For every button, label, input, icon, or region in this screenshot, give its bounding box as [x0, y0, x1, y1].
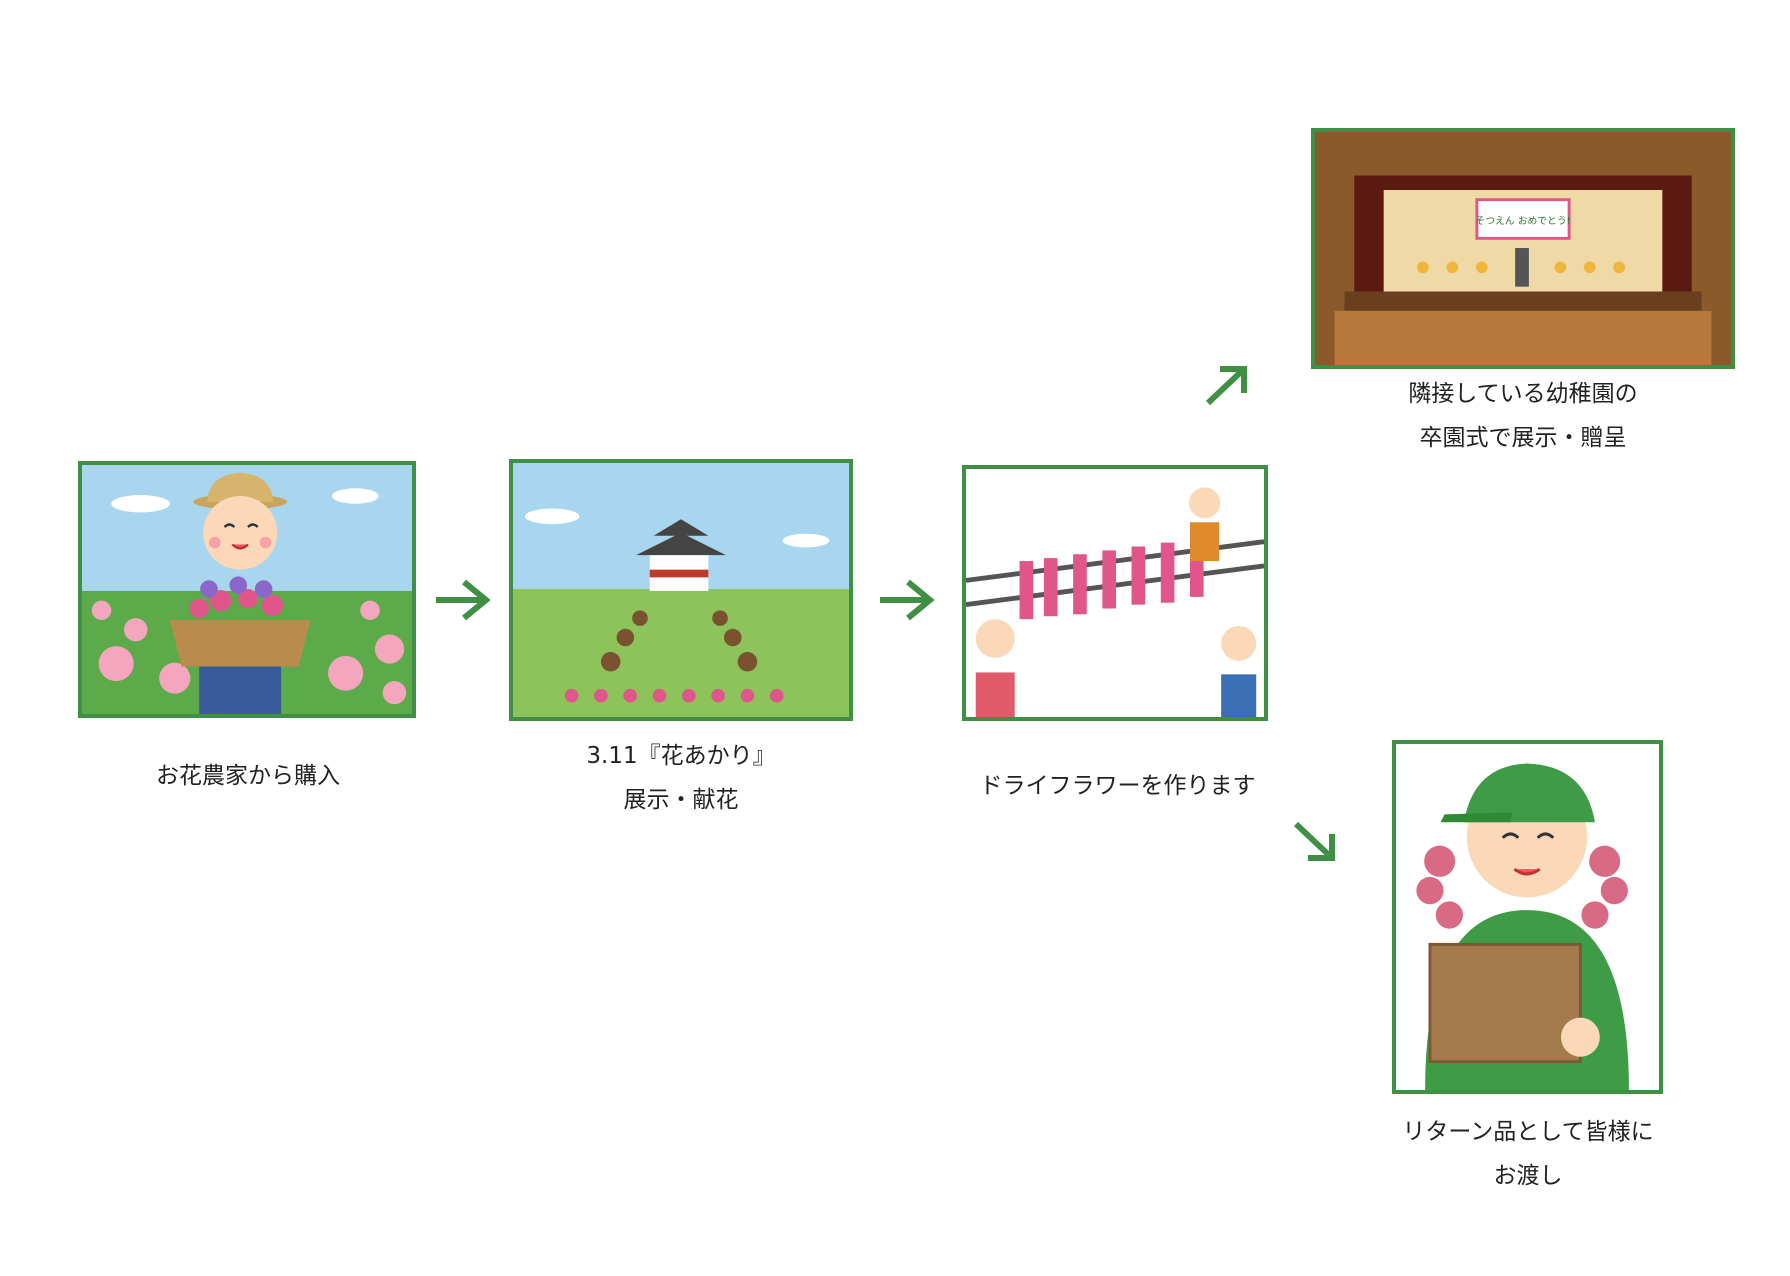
graduation-ceremony-illustration: そつえん おめでとう!: [1311, 128, 1735, 369]
arrow-right-icon: [876, 577, 936, 623]
step-caption-graduation: 隣接している幼稚園の 卒園式で展示・贈呈: [1408, 381, 1638, 451]
step-caption-display: 3.11『花あかり』 展示・献花: [586, 743, 776, 813]
step-caption-buy: お花農家から購入: [156, 763, 340, 789]
farmer-illustration: [78, 461, 416, 718]
castle-flower-display-illustration: [509, 459, 853, 721]
arrow-down-right-icon: [1290, 818, 1338, 864]
step-caption-return: リターン品として皆様に お渡し: [1402, 1119, 1654, 1189]
graduation-banner: そつえん おめでとう!: [1475, 215, 1570, 227]
delivery-person-illustration: [1392, 740, 1663, 1094]
drying-flowers-illustration: [962, 465, 1268, 721]
arrow-right-icon: [432, 577, 492, 623]
arrow-up-right-icon: [1202, 363, 1250, 409]
step-caption-dry: ドライフラワーを作ります: [979, 773, 1256, 799]
